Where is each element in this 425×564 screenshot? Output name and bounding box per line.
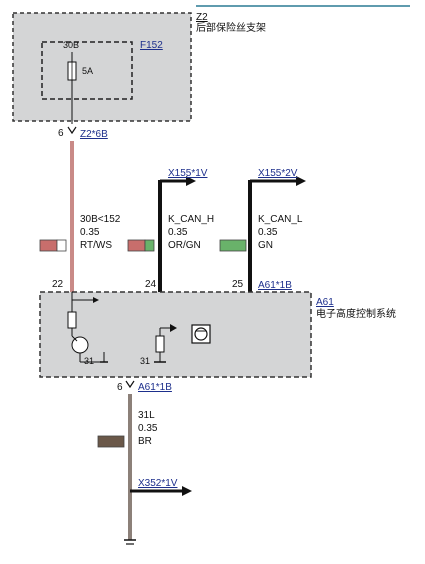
transistor-collector: [71, 335, 78, 342]
wire-1-signal: 30B<152: [80, 214, 121, 225]
wire-4-swatch: [97, 435, 125, 448]
module-box: [39, 291, 312, 378]
fuse-connector[interactable]: Z2*6B: [80, 129, 108, 140]
module-connector-top[interactable]: A61*1B: [258, 280, 292, 291]
wire-4-signal: 31L: [138, 410, 155, 421]
connector-mark-icon: [67, 126, 77, 135]
wire-2-signal: K_CAN_H: [168, 214, 214, 225]
module-pin-power: 22: [52, 279, 64, 290]
can-l-connector[interactable]: X155*2V: [258, 168, 298, 179]
fuse-inner-box: [41, 41, 133, 100]
transistor-icon: [71, 336, 89, 354]
wire-3-signal: K_CAN_L: [258, 214, 303, 225]
wire-3-color: GN: [258, 240, 273, 251]
wire-2-color: OR/GN: [168, 240, 201, 251]
module-connector-bottom[interactable]: A61*1B: [138, 382, 172, 393]
wire-2-swatch: [127, 239, 155, 252]
module-pin-ground: 6: [117, 382, 123, 393]
wire-1-gauge: 0.35: [80, 227, 100, 238]
module-power-arrow-icon: [93, 297, 99, 303]
module-ground-arrow-icon: [170, 324, 177, 332]
module-resistor-icon: [67, 311, 77, 329]
can-h-connector[interactable]: X155*1V: [168, 168, 208, 179]
can-l-arrow-icon: [296, 176, 306, 186]
wire-1-color: RT/WS: [80, 240, 112, 251]
fuse-terminal: 30B: [63, 40, 79, 50]
wire-2-gauge: 0.35: [168, 227, 188, 238]
ground-label-2: 31: [140, 356, 150, 366]
module-name: 电子高度控制系统: [316, 307, 396, 320]
module-id[interactable]: A61: [316, 297, 334, 308]
module-pin-can-l: 25: [232, 279, 244, 290]
fuse-carrier-name: 后部保险丝支架: [196, 21, 266, 34]
fuse-carrier-box: [12, 12, 192, 122]
module-ground-resistor-icon: [155, 335, 165, 353]
fuse-carrier-id: Z2: [196, 12, 208, 23]
ground-connector-arrow-icon: [182, 486, 192, 496]
fuse-pin: 6: [58, 128, 64, 139]
ground-connector-mark-icon: [125, 380, 135, 389]
fuse-rating: 5A: [82, 66, 93, 76]
wire-4-gauge: 0.35: [138, 423, 158, 434]
fuse-id[interactable]: F152: [140, 40, 163, 51]
module-pin-can-h: 24: [145, 279, 157, 290]
ground-connector[interactable]: X352*1V: [138, 478, 178, 489]
wire-3-gauge: 0.35: [258, 227, 278, 238]
can-h-arrow-icon: [186, 176, 196, 186]
wire-3-swatch: [219, 239, 247, 252]
control-unit-icon-circle: [194, 327, 208, 341]
wire-4-color: BR: [138, 436, 152, 447]
wire-1-swatch: [39, 239, 67, 252]
ground-label-1: 31: [84, 356, 94, 366]
